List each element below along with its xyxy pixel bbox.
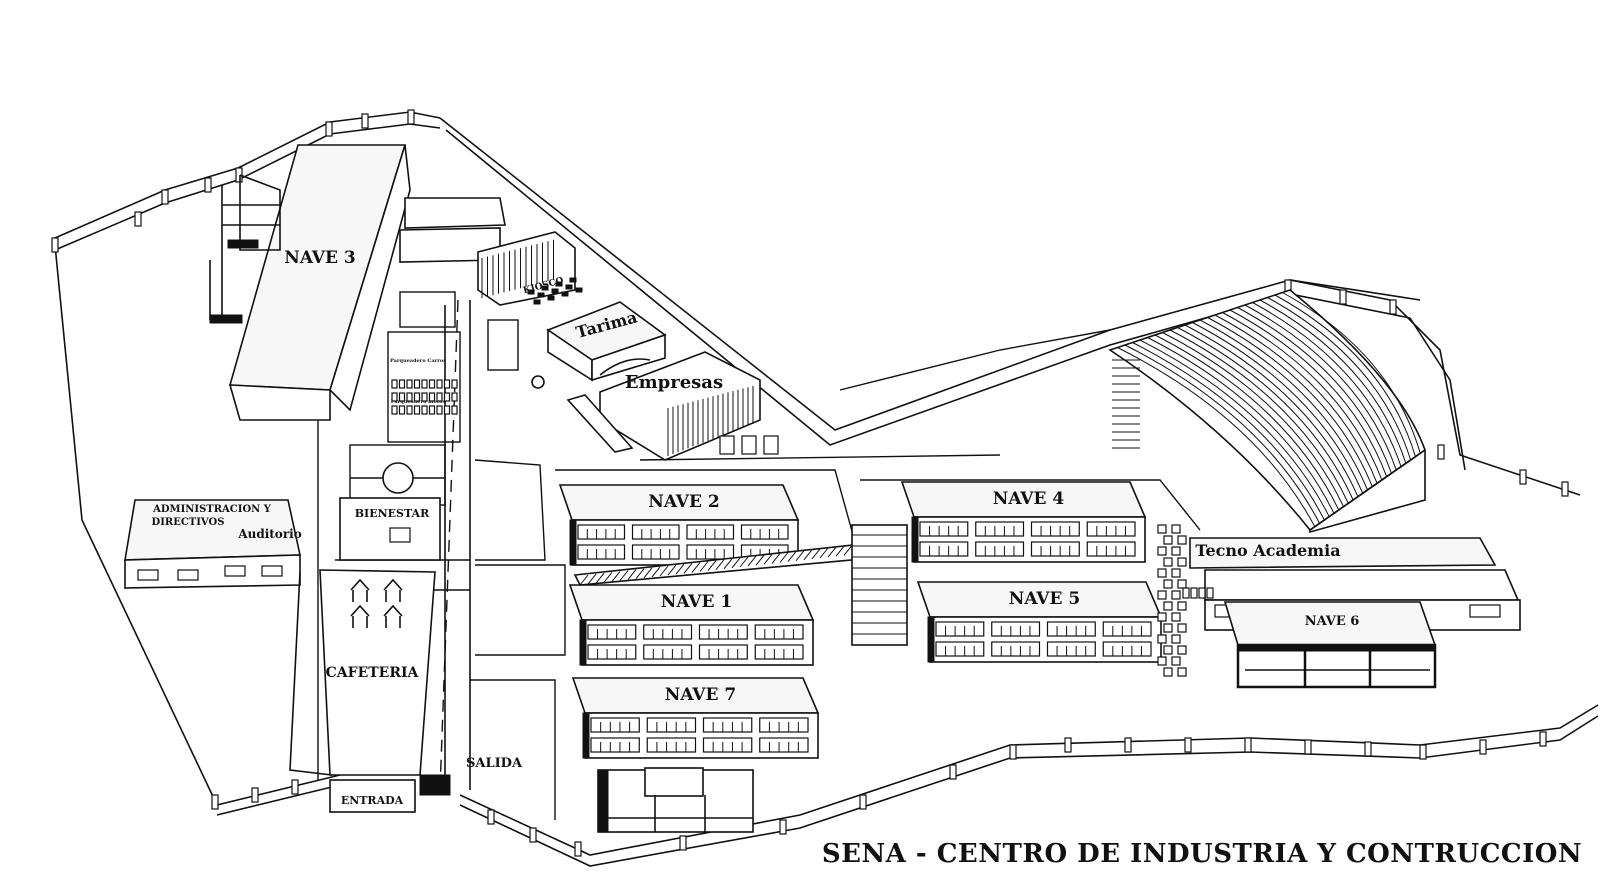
tecno-label: Tecno Academia [1195, 541, 1340, 560]
map-title: SENA - CENTRO DE INDUSTRIA Y CONTRUCCION [822, 839, 1582, 869]
nave4-label: NAVE 4 [993, 489, 1065, 509]
entrada-label: ENTRADA [341, 794, 404, 807]
nave3-stairs [209, 174, 281, 324]
bienestar-label: BIENESTAR [355, 507, 430, 520]
nave6-building[interactable]: NAVE 6 [1223, 601, 1437, 689]
bienestar-building[interactable]: BIENESTAR [339, 497, 441, 561]
admin-label-2: DIRECTIVOS [152, 517, 225, 528]
nave6-label: NAVE 6 [1305, 614, 1360, 629]
roads [317, 299, 1201, 820]
south-building [597, 767, 754, 833]
administracion-building[interactable]: ADMINISTRACION Y DIRECTIVOS Auditorio [124, 499, 302, 589]
cafeteria-building[interactable]: CAFETERIA [289, 569, 436, 776]
nave7-label: NAVE 7 [665, 685, 736, 705]
dome-building[interactable] [1108, 289, 1426, 534]
salida-label: SALIDA [466, 756, 523, 771]
kiosco-building[interactable]: KIOSCO [477, 231, 583, 306]
nave1-building[interactable]: NAVE 1 [568, 584, 815, 666]
nave4-building[interactable]: NAVE 4 [900, 481, 1147, 563]
empresas-label: Empresas [625, 372, 723, 393]
nave2-label: NAVE 2 [648, 492, 719, 512]
nave2-building[interactable]: NAVE 2 [558, 484, 800, 566]
parking-area: Parqueadero Carros Parqueadero motos [387, 331, 461, 443]
parq-motos-label: Parqueadero motos [391, 399, 446, 405]
nave5-building[interactable]: NAVE 5 [916, 581, 1163, 663]
roundabout [349, 444, 446, 506]
auditorio-label: Auditorio [237, 527, 301, 541]
north-buildings [399, 197, 519, 371]
nave1-label: NAVE 1 [661, 592, 732, 612]
empresas-building[interactable]: Empresas [531, 351, 779, 461]
sky-bridge [573, 524, 908, 646]
cafeteria-label: CAFETERIA [326, 665, 420, 681]
brick-path [1157, 524, 1214, 677]
nave5-label: NAVE 5 [1009, 589, 1080, 609]
admin-label-1: ADMINISTRACION Y [152, 504, 272, 515]
entrada-gate[interactable]: ENTRADA [329, 774, 451, 813]
perimeter-fence [51, 109, 1599, 867]
tarima-stage[interactable]: Tarima [546, 301, 667, 382]
parq-carros-label: Parqueadero Carros [390, 358, 446, 364]
nave3-label: NAVE 3 [284, 248, 355, 268]
nave3-building[interactable]: NAVE 3 [228, 144, 411, 421]
nave7-building[interactable]: NAVE 7 [571, 677, 820, 759]
